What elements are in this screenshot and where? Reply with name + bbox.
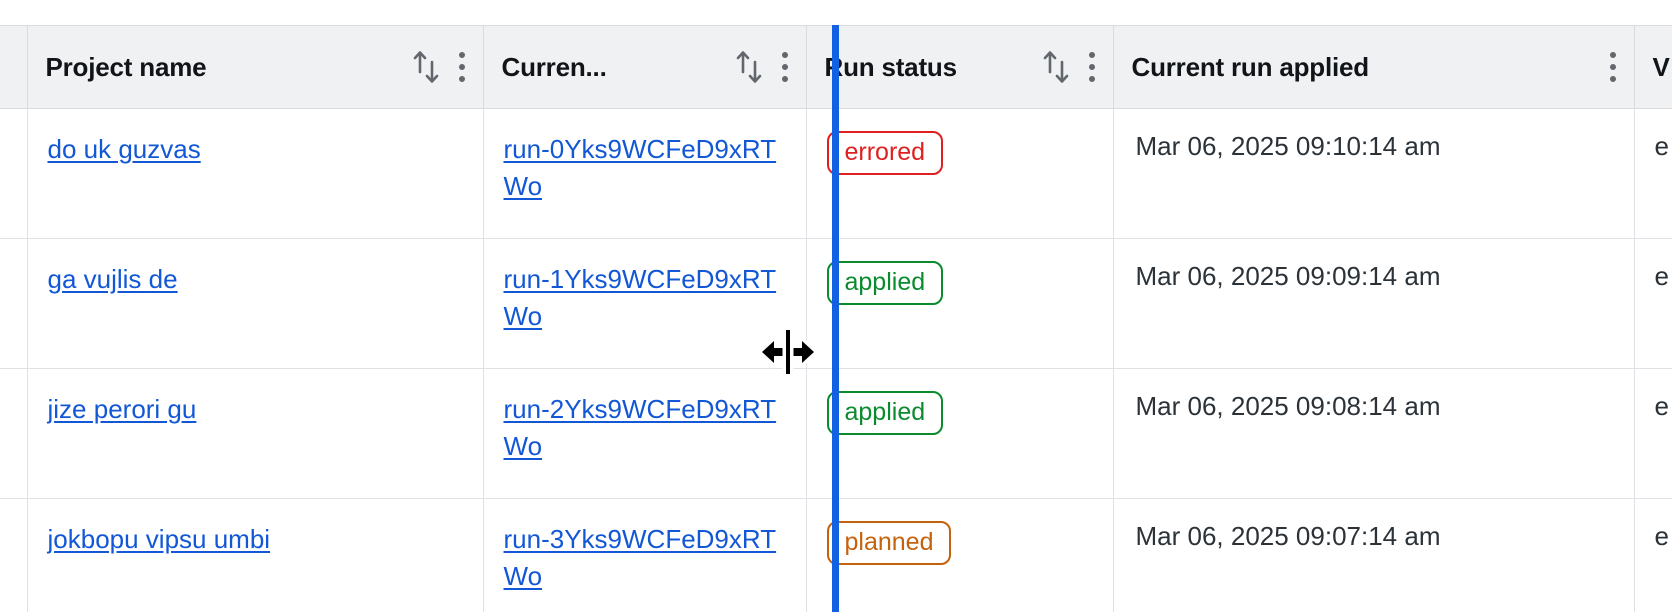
table-body: do uk guzvas run-0Yks9WCFeD9xRTWo errore… bbox=[0, 108, 1672, 612]
sort-icon[interactable] bbox=[732, 48, 766, 86]
projects-table: Project name bbox=[0, 25, 1672, 612]
cell-vcs: e bbox=[1634, 498, 1672, 612]
status-badge: errored bbox=[826, 131, 944, 175]
header-row: Project name bbox=[0, 25, 1672, 109]
cell-current-run-applied: Mar 06, 2025 09:09:14 am bbox=[1113, 238, 1635, 369]
kebab-menu-icon[interactable] bbox=[458, 52, 465, 82]
project-name-link[interactable]: do uk guzvas bbox=[47, 134, 201, 164]
cell-current-run-applied: Mar 06, 2025 09:07:14 am bbox=[1113, 498, 1635, 612]
cell-current-run-applied: Mar 06, 2025 09:10:14 am bbox=[1113, 108, 1635, 239]
cell-run-status: applied bbox=[806, 238, 1114, 369]
column-header-current-run-applied-label: Current run applied bbox=[1131, 51, 1370, 82]
cell-project-name: jize perori gu bbox=[27, 368, 484, 499]
table-row: jokbopu vipsu umbi run-3Yks9WCFeD9xRTWo … bbox=[0, 498, 1672, 612]
cell-current-run: run-2Yks9WCFeD9xRTWo bbox=[483, 368, 807, 499]
column-header-run-status-tools bbox=[1039, 48, 1095, 86]
cell-run-status: errored bbox=[806, 108, 1114, 239]
projects-table-wrapper: Project name bbox=[0, 25, 1672, 612]
project-name-link[interactable]: jize perori gu bbox=[47, 394, 197, 424]
row-select-cell[interactable] bbox=[0, 498, 28, 612]
column-header-run-status[interactable]: Run status bbox=[806, 25, 1114, 109]
column-header-current-run-label: Curren... bbox=[501, 51, 607, 82]
cell-run-status: planned bbox=[806, 498, 1114, 612]
kebab-menu-icon[interactable] bbox=[781, 52, 788, 82]
column-header-current-run[interactable]: Curren... bbox=[483, 25, 807, 109]
cell-project-name: jokbopu vipsu umbi bbox=[27, 498, 484, 612]
cell-vcs: e bbox=[1634, 368, 1672, 499]
table-row: jize perori gu run-2Yks9WCFeD9xRTWo appl… bbox=[0, 368, 1672, 499]
cell-project-name: ga vujlis de bbox=[27, 238, 484, 369]
column-header-vcs-label: V bbox=[1652, 51, 1670, 82]
kebab-menu-icon[interactable] bbox=[1088, 52, 1095, 82]
cell-vcs: e bbox=[1634, 108, 1672, 239]
sort-icon[interactable] bbox=[409, 48, 443, 86]
row-select-cell[interactable] bbox=[0, 238, 28, 369]
sort-icon[interactable] bbox=[1039, 48, 1073, 86]
run-id-link[interactable]: run-1Yks9WCFeD9xRTWo bbox=[503, 264, 777, 331]
table-row: do uk guzvas run-0Yks9WCFeD9xRTWo errore… bbox=[0, 108, 1672, 239]
table-row: ga vujlis de run-1Yks9WCFeD9xRTWo applie… bbox=[0, 238, 1672, 369]
project-name-link[interactable]: jokbopu vipsu umbi bbox=[47, 524, 271, 554]
status-badge: applied bbox=[826, 261, 944, 305]
column-header-current-run-applied-tools bbox=[1609, 52, 1616, 82]
cell-current-run-applied: Mar 06, 2025 09:08:14 am bbox=[1113, 368, 1635, 499]
column-header-run-status-label: Run status bbox=[824, 51, 958, 82]
column-header-vcs[interactable]: V bbox=[1634, 25, 1672, 109]
column-header-project-name-label: Project name bbox=[45, 51, 207, 82]
cell-current-run: run-0Yks9WCFeD9xRTWo bbox=[483, 108, 807, 239]
kebab-menu-icon[interactable] bbox=[1609, 52, 1616, 82]
run-id-link[interactable]: run-3Yks9WCFeD9xRTWo bbox=[503, 524, 777, 591]
table-header: Project name bbox=[0, 25, 1672, 109]
status-badge: planned bbox=[826, 521, 952, 565]
status-badge: applied bbox=[826, 391, 944, 435]
column-header-current-run-tools bbox=[732, 48, 788, 86]
run-id-link[interactable]: run-2Yks9WCFeD9xRTWo bbox=[503, 394, 777, 461]
cell-run-status: applied bbox=[806, 368, 1114, 499]
column-header-select[interactable] bbox=[0, 25, 28, 109]
cell-vcs: e bbox=[1634, 238, 1672, 369]
cell-current-run: run-3Yks9WCFeD9xRTWo bbox=[483, 498, 807, 612]
column-header-project-name-tools bbox=[409, 48, 465, 86]
project-name-link[interactable]: ga vujlis de bbox=[47, 264, 178, 294]
column-header-current-run-applied[interactable]: Current run applied bbox=[1113, 25, 1635, 109]
row-select-cell[interactable] bbox=[0, 368, 28, 499]
cell-current-run: run-1Yks9WCFeD9xRTWo bbox=[483, 238, 807, 369]
row-select-cell[interactable] bbox=[0, 108, 28, 239]
column-header-project-name[interactable]: Project name bbox=[27, 25, 484, 109]
run-id-link[interactable]: run-0Yks9WCFeD9xRTWo bbox=[503, 134, 777, 201]
cell-project-name: do uk guzvas bbox=[27, 108, 484, 239]
